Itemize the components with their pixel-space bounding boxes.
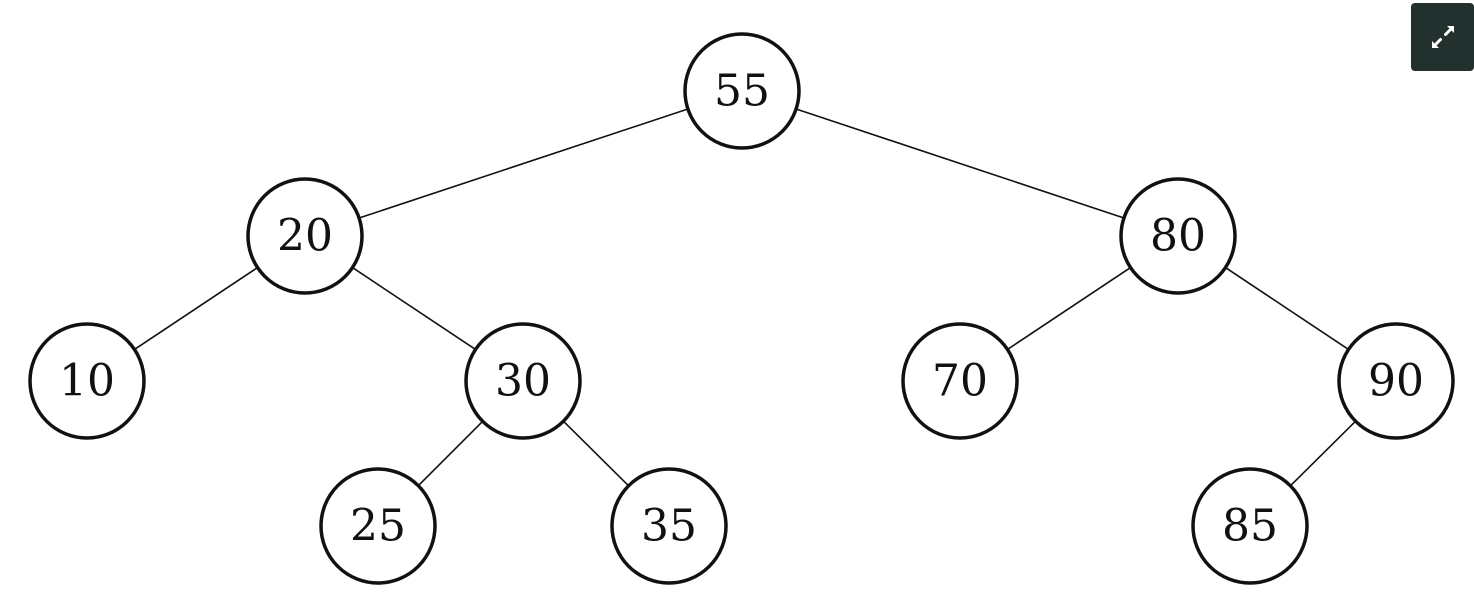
node-circle	[28, 322, 146, 440]
node-label: 25	[350, 501, 406, 552]
node-circle	[1191, 467, 1309, 585]
node-circle	[319, 467, 437, 585]
tree-node-90: 90	[1337, 322, 1455, 440]
node-label: 55	[714, 66, 770, 117]
tree-node-30: 30	[464, 322, 582, 440]
node-circle	[610, 467, 728, 585]
node-label: 90	[1368, 356, 1424, 407]
expand-icon	[1431, 26, 1454, 48]
edge-80-90	[1225, 266, 1349, 351]
edge-20-10	[134, 266, 258, 351]
edge-30-25	[417, 420, 484, 487]
tree-node-85: 85	[1191, 467, 1309, 585]
node-label: 85	[1222, 501, 1278, 552]
node-label: 30	[495, 356, 551, 407]
tree-node-10: 10	[28, 322, 146, 440]
node-label: 35	[641, 501, 697, 552]
edge-90-85	[1289, 420, 1357, 487]
node-label: 80	[1150, 211, 1206, 262]
tree-node-20: 20	[246, 177, 364, 295]
tree-node-70: 70	[901, 322, 1019, 440]
node-circle	[1119, 177, 1237, 295]
edge-20-30	[352, 266, 476, 351]
node-circle	[246, 177, 364, 295]
node-label: 20	[277, 211, 333, 262]
tree-node-55: 55	[683, 32, 801, 150]
tree-node-25: 25	[319, 467, 437, 585]
tree-node-80: 80	[1119, 177, 1237, 295]
node-circle	[464, 322, 582, 440]
edge-30-35	[562, 420, 630, 487]
edge-55-20	[358, 108, 689, 219]
node-label: 10	[59, 356, 115, 407]
edge-80-70	[1007, 266, 1131, 351]
tree-node-35: 35	[610, 467, 728, 585]
edges	[134, 108, 1357, 487]
node-circle	[683, 32, 801, 150]
edge-55-80	[795, 108, 1125, 219]
expand-button[interactable]	[1411, 3, 1474, 71]
node-circle	[1337, 322, 1455, 440]
node-circle	[901, 322, 1019, 440]
node-label: 70	[932, 356, 988, 407]
nodes: 55 20 80 10 30 70 90 25 35 85	[28, 32, 1455, 585]
